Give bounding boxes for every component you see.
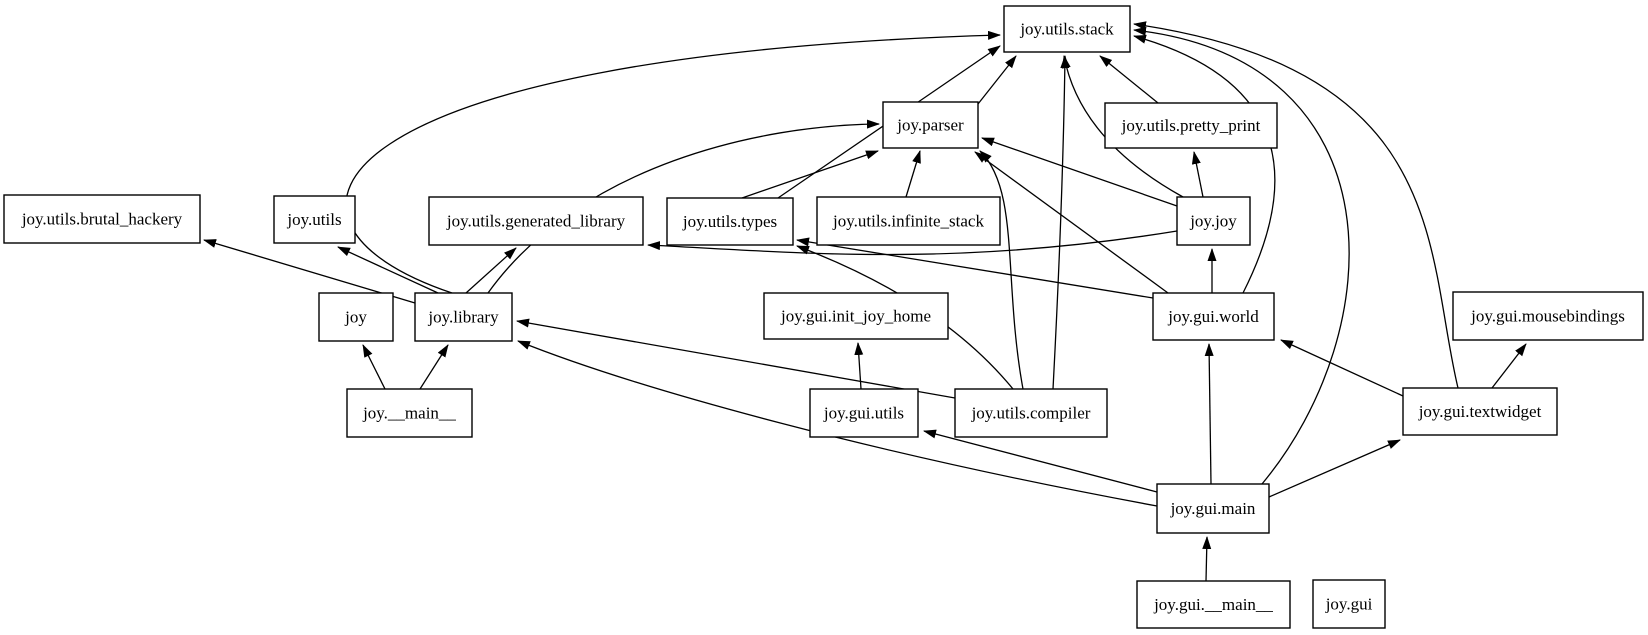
- node-box-joy___main__: [346, 388, 473, 438]
- node-label-joy_utils_types: joy.utils.types: [682, 212, 777, 231]
- node-label-joy_gui___main__: joy.gui.__main__: [1153, 595, 1273, 614]
- graph-node-joy_utils_compiler: joy.utils.compiler: [954, 388, 1108, 438]
- edge-joy_gui_utils-to-joy_gui_init_joy_home: [854, 342, 864, 390]
- edge-joy_utils_compiler-to-joy_parser: [979, 150, 1024, 390]
- node-label-joy_gui: joy.gui: [1325, 595, 1373, 614]
- edge-joy_utils_infinite_stack-to-joy_parser: [905, 150, 921, 198]
- edge-joy_library-to-joy_utils: [337, 246, 439, 294]
- node-box-joy_utils_brutal_hackery: [3, 194, 201, 244]
- node-box-joy_library: [414, 292, 513, 342]
- edge-joy_gui_world-to-joy_utils_stack: [1133, 34, 1276, 294]
- graph-node-joy_utils_infinite_stack: joy.utils.infinite_stack: [816, 196, 1001, 246]
- node-label-joy: joy: [344, 308, 367, 327]
- edge-joy_joy-to-joy_parser: [981, 137, 1178, 207]
- node-label-joy_utils_brutal_hackery: joy.utils.brutal_hackery: [21, 210, 183, 229]
- graph-node-joy: joy: [318, 292, 394, 342]
- node-box-joy_gui_world: [1152, 292, 1275, 341]
- nodes-layer: joy.utils.stack joy.parser joy.utils.prett…: [3, 5, 1644, 629]
- graph-node-joy_utils_pretty_print: joy.utils.pretty_print: [1104, 102, 1278, 149]
- graph-node-joy_gui_textwidget: joy.gui.textwidget: [1402, 387, 1558, 436]
- node-label-joy___main__: joy.__main__: [362, 404, 456, 423]
- graph-node-joy_utils_types: joy.utils.types: [666, 197, 794, 246]
- graph-node-joy_utils_stack: joy.utils.stack: [1003, 5, 1131, 53]
- node-box-joy_parser: [882, 101, 979, 149]
- edge-joy_gui_main-to-joy_gui_world: [1204, 343, 1214, 485]
- node-box-joy_utils_pretty_print: [1104, 102, 1278, 149]
- node-label-joy_gui_utils: joy.gui.utils: [823, 404, 904, 423]
- node-label-joy_joy: joy.joy: [1189, 212, 1237, 231]
- edge-joy_gui_textwidget-to-joy_gui_mousebindings: [1491, 343, 1527, 389]
- edge-joy_gui_main-to-joy_gui_textwidget: [1268, 439, 1401, 498]
- node-label-joy_utils: joy.utils: [286, 210, 341, 229]
- node-box-joy_utils: [273, 195, 356, 244]
- graph-node-joy_joy: joy.joy: [1176, 196, 1251, 246]
- node-box-joy_utils_types: [666, 197, 794, 246]
- graph-node-joy_gui_init_joy_home: joy.gui.init_joy_home: [763, 292, 949, 340]
- node-label-joy_gui_world: joy.gui.world: [1167, 307, 1259, 326]
- edge-joy___main__-to-joy_library: [419, 344, 449, 390]
- graph-node-joy_gui_mousebindings: joy.gui.mousebindings: [1452, 291, 1644, 341]
- node-box-joy_gui_main: [1156, 483, 1270, 534]
- node-box-joy_utils_infinite_stack: [816, 196, 1001, 246]
- node-label-joy_utils_infinite_stack: joy.utils.infinite_stack: [832, 212, 984, 231]
- node-label-joy_utils_compiler: joy.utils.compiler: [971, 404, 1091, 423]
- node-box-joy_gui_utils: [809, 388, 919, 438]
- node-label-joy_gui_mousebindings: joy.gui.mousebindings: [1470, 307, 1625, 326]
- graph-node-joy___main__: joy.__main__: [346, 388, 473, 438]
- node-box-joy_gui_init_joy_home: [763, 292, 949, 340]
- graph-node-joy_gui: joy.gui: [1312, 579, 1386, 629]
- node-label-joy_gui_init_joy_home: joy.gui.init_joy_home: [780, 307, 931, 326]
- graph-node-joy_gui_main: joy.gui.main: [1156, 483, 1270, 534]
- node-label-joy_utils_pretty_print: joy.utils.pretty_print: [1121, 116, 1261, 135]
- graph-node-joy_parser: joy.parser: [882, 101, 979, 149]
- edge-joy___main__-to-joy: [362, 344, 386, 390]
- node-box-joy_gui_textwidget: [1402, 387, 1558, 436]
- graph-node-joy_gui___main__: joy.gui.__main__: [1136, 580, 1291, 629]
- node-box-joy_gui___main__: [1136, 580, 1291, 629]
- node-label-joy_gui_main: joy.gui.main: [1170, 499, 1256, 518]
- node-box-joy: [318, 292, 394, 342]
- node-label-joy_parser: joy.parser: [896, 116, 964, 135]
- node-box-joy_utils_compiler: [954, 388, 1108, 438]
- edge-joy_gui_main-to-joy_gui_utils: [923, 429, 1158, 493]
- node-label-joy_utils_generated_library: joy.utils.generated_library: [446, 212, 626, 231]
- graph-node-joy_gui_world: joy.gui.world: [1152, 292, 1275, 341]
- node-label-joy_library: joy.library: [427, 308, 499, 327]
- node-box-joy_utils_generated_library: [428, 196, 644, 246]
- node-label-joy_utils_stack: joy.utils.stack: [1019, 20, 1114, 39]
- edge-joy_gui_world-to-joy_utils_types: [796, 237, 1154, 299]
- node-box-joy_gui_mousebindings: [1452, 291, 1644, 341]
- node-label-joy_gui_textwidget: joy.gui.textwidget: [1418, 402, 1542, 421]
- edge-joy_gui___main__-to-joy_gui_main: [1202, 536, 1212, 582]
- node-box-joy_joy: [1176, 196, 1251, 246]
- edge-joy_gui_textwidget-to-joy_gui_world: [1280, 339, 1404, 397]
- edge-joy_utils_compiler-to-joy_utils_stack: [1052, 55, 1070, 390]
- edge-joy_utils_types-to-joy_parser: [741, 150, 879, 199]
- graph-node-joy_library: joy.library: [414, 292, 513, 342]
- graph-node-joy_utils_generated_library: joy.utils.generated_library: [428, 196, 644, 246]
- edge-joy_utils_pretty_print-to-joy_utils_stack: [1099, 55, 1159, 104]
- edge-joy_library-to-joy_utils_generated_library: [465, 247, 517, 294]
- edge-joy_utils_compiler-to-joy_library: [516, 318, 956, 399]
- graph-node-joy_gui_utils: joy.gui.utils: [809, 388, 919, 438]
- edge-joy_gui_main-to-joy_utils_stack: [1133, 26, 1350, 485]
- edge-joy_parser-to-joy_utils_stack: [977, 55, 1017, 105]
- edge-joy_gui_textwidget-to-joy_utils_stack: [1133, 21, 1459, 389]
- graph-node-joy_utils_brutal_hackery: joy.utils.brutal_hackery: [3, 194, 201, 244]
- edge-joy_joy-to-joy_utils_stack: [1061, 55, 1184, 198]
- edge-joy_library-to-joy_utils_stack: [345, 30, 1001, 294]
- node-box-joy_utils_stack: [1003, 5, 1131, 53]
- graph-node-joy_utils: joy.utils: [273, 195, 356, 244]
- node-box-joy_gui: [1312, 579, 1386, 629]
- edge-joy_gui_main-to-joy_library: [517, 340, 1158, 507]
- edge-joy_joy-to-joy_utils_generated_library: [647, 230, 1178, 256]
- edge-joy_gui_world-to-joy_parser: [974, 151, 1169, 294]
- edge-joy_joy-to-joy_utils_pretty_print: [1191, 151, 1204, 198]
